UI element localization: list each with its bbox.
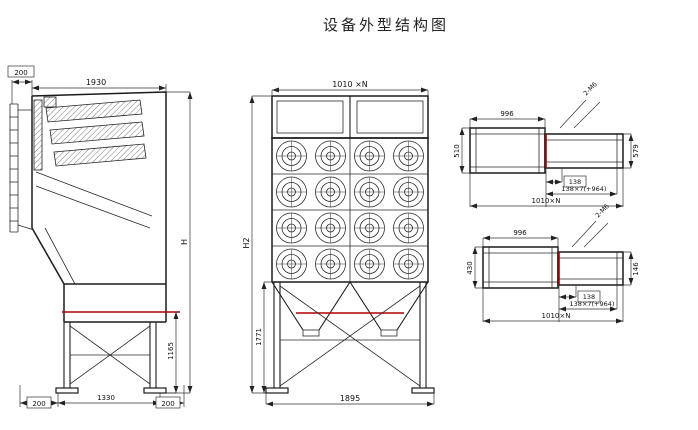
dim-inlet-offset-label: 200 (14, 69, 27, 77)
dim-module-width-label: 1010 ×N (332, 80, 368, 89)
detail-bottom-hole-pitch-label: 138×7(+964) (570, 300, 615, 308)
dim-front-lower-height-label: 1771 (255, 328, 263, 346)
inlet-flange (33, 99, 43, 171)
dim-front-total-height-label: H2 (242, 237, 251, 248)
dim-total-height-label: H (180, 239, 189, 245)
ladder (9, 103, 35, 233)
hoppers (271, 281, 429, 331)
detail-top-hole-pitch-label: 138×7(+964) (562, 185, 607, 193)
detail-bottom-width-label: 996 (513, 229, 527, 237)
dim-lower-height-label: 1165 (167, 342, 175, 360)
detail-bottom-height-left-label: 430 (466, 261, 474, 274)
detail-bottom-note: 2-M6 (594, 202, 611, 219)
front-view-legs (273, 282, 427, 388)
detail-top-note: 2-M6 (582, 80, 599, 97)
detail-top-hole-first-label: 138 (569, 178, 581, 186)
detail-top-total-label: 1010×N (532, 197, 561, 205)
filter-cartridges (276, 140, 424, 280)
detail-top-height-left-label: 510 (453, 144, 461, 157)
front-view-bracing (279, 285, 421, 387)
detail-top-width-label: 996 (500, 110, 514, 118)
dim-foot-span-label: 1330 (97, 394, 115, 402)
detail-top-height-right-label: 579 (632, 144, 640, 157)
detail-bottom-height-right-label: 146 (632, 262, 640, 276)
dim-foot-left-label: 200 (32, 400, 45, 408)
inlet-stub (43, 96, 57, 108)
detail-bottom: 2-M6 996 430 146 138 138×7(+964) 1010×N (466, 202, 640, 324)
detail-bottom-total-label: 1010×N (542, 312, 571, 320)
dim-foot-right-label: 200 (161, 400, 174, 408)
dim-overall-width-label: 1930 (86, 78, 106, 87)
dim-base-width-label: 1895 (340, 394, 360, 403)
left-view: 200 1930 H 1165 200 1330 200 (7, 65, 193, 409)
detail-bottom-hole-first-label: 138 (583, 293, 595, 301)
louver-slats (45, 99, 147, 167)
page-title: 设备外型结构图 (323, 16, 449, 34)
front-view: 1010 ×N H2 1771 1895 (242, 80, 435, 407)
left-view-bracing (69, 325, 151, 385)
detail-top: 2-M6 996 510 579 138 138×7(+964) 1010×N (453, 80, 640, 209)
